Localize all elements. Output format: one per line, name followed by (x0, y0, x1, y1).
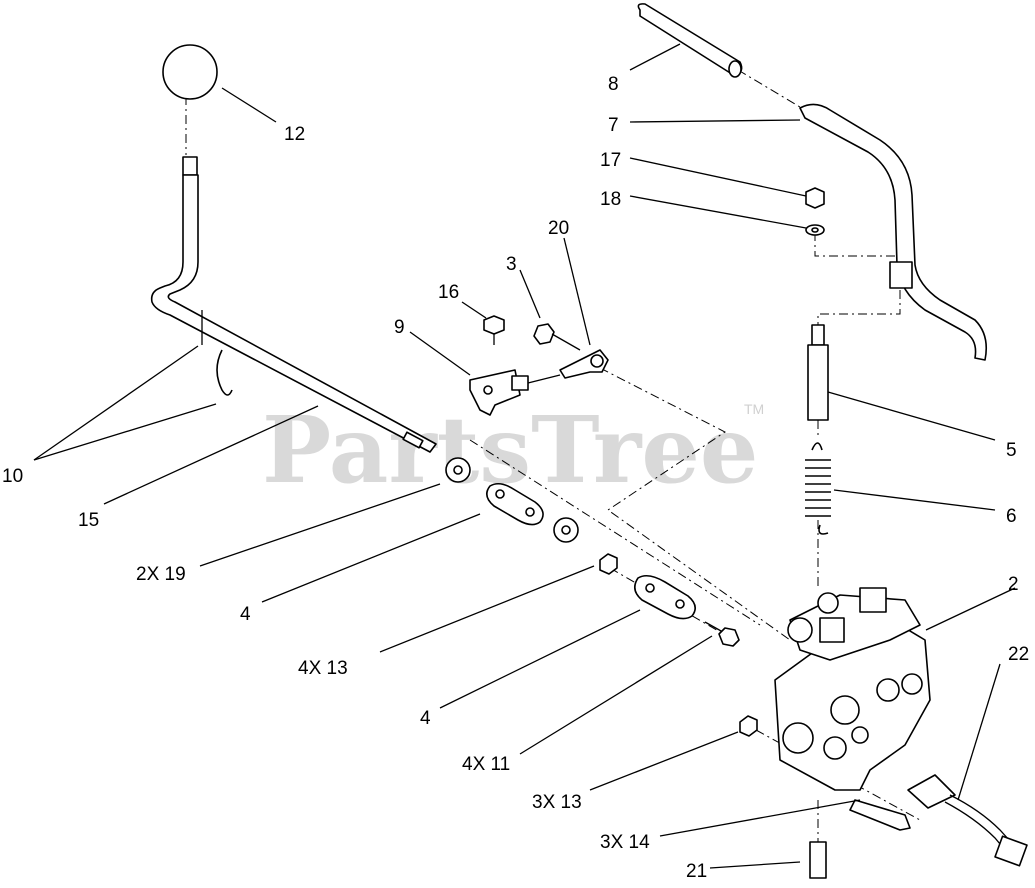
shift-lever-part-15 (150, 156, 437, 453)
leader-lines (33, 43, 1016, 869)
callout-6: 6 (1006, 506, 1017, 527)
callout-17: 17 (600, 150, 621, 171)
nut-washer-parts-17-18 (805, 187, 825, 236)
fasteners (599, 553, 758, 737)
washers-part-19 (445, 457, 579, 543)
callouts: 8 7 17 18 12 20 3 16 9 10 15 2X 19 4 4X … (2, 74, 1029, 882)
callout-18: 18 (600, 189, 621, 210)
callout-3x-14: 3X 14 (600, 832, 650, 853)
watermark: PartsTree TM (262, 396, 764, 504)
callout-16: 16 (438, 282, 459, 303)
watermark-trademark: TM (744, 401, 764, 417)
assembly-lines (185, 69, 921, 842)
knob-part-12 (162, 44, 218, 100)
callout-22: 22 (1008, 644, 1029, 665)
callout-10: 10 (2, 466, 23, 487)
valve-body-part-2 (774, 587, 931, 791)
callout-7: 7 (608, 115, 619, 136)
plates-part-4 (486, 482, 696, 620)
callout-2x-19: 2X 19 (136, 564, 186, 585)
watermark-text: PartsTree (262, 396, 758, 504)
callout-8: 8 (608, 74, 619, 95)
upper-handle-parts-7-8 (637, 3, 988, 361)
callout-2: 2 (1008, 574, 1019, 595)
rod-spring-parts-5-6 (805, 324, 831, 535)
callout-4-lower: 4 (420, 708, 431, 729)
callout-4x-11: 4X 11 (462, 754, 510, 775)
callout-3: 3 (506, 254, 517, 275)
callout-5: 5 (1006, 440, 1017, 461)
bolts-switch-parts-14-21-22 (809, 774, 1028, 879)
callout-15: 15 (78, 510, 99, 531)
linkage-parts (469, 315, 609, 416)
callout-12: 12 (284, 124, 305, 145)
callout-4-upper: 4 (240, 604, 251, 625)
callout-9: 9 (394, 317, 405, 338)
callout-3x-13: 3X 13 (532, 792, 582, 813)
callout-20: 20 (548, 218, 569, 239)
callout-4x-13: 4X 13 (298, 658, 348, 679)
callout-21: 21 (686, 861, 707, 882)
